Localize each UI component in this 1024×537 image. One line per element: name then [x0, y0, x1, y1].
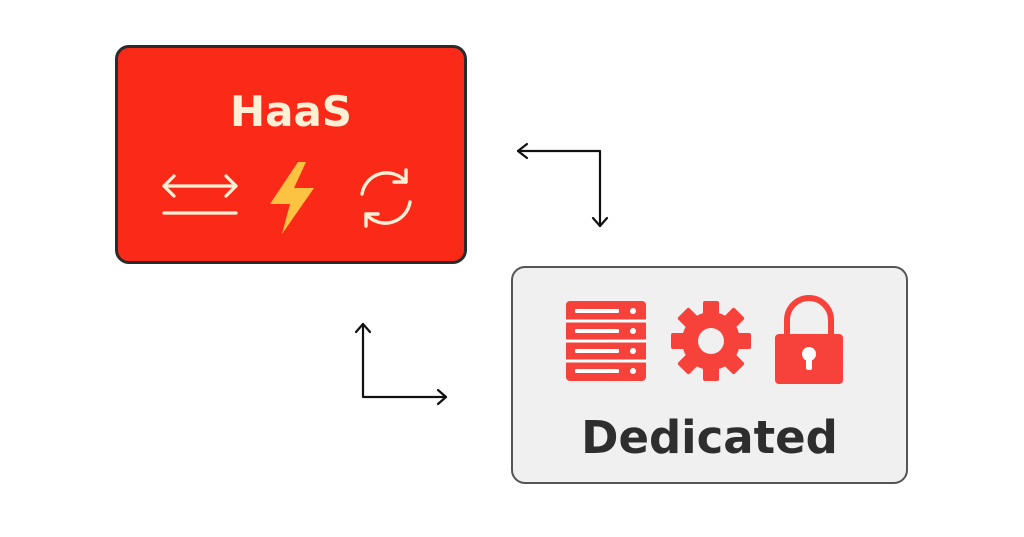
elbow-arrow-top — [516, 142, 609, 228]
exchange-arrows-icon — [162, 174, 238, 215]
lightning-bolt-icon — [270, 162, 314, 234]
padlock-icon — [775, 295, 843, 384]
dedicated-title: Dedicated — [581, 410, 838, 464]
haas-title: HaaS — [229, 86, 353, 136]
dedicated-card: Dedicated — [511, 266, 908, 484]
server-rack-icon — [566, 301, 646, 381]
elbow-arrow-bottom — [354, 322, 448, 406]
refresh-cycle-icon — [360, 168, 412, 228]
gear-icon — [671, 301, 751, 381]
haas-card: HaaS — [115, 45, 467, 264]
